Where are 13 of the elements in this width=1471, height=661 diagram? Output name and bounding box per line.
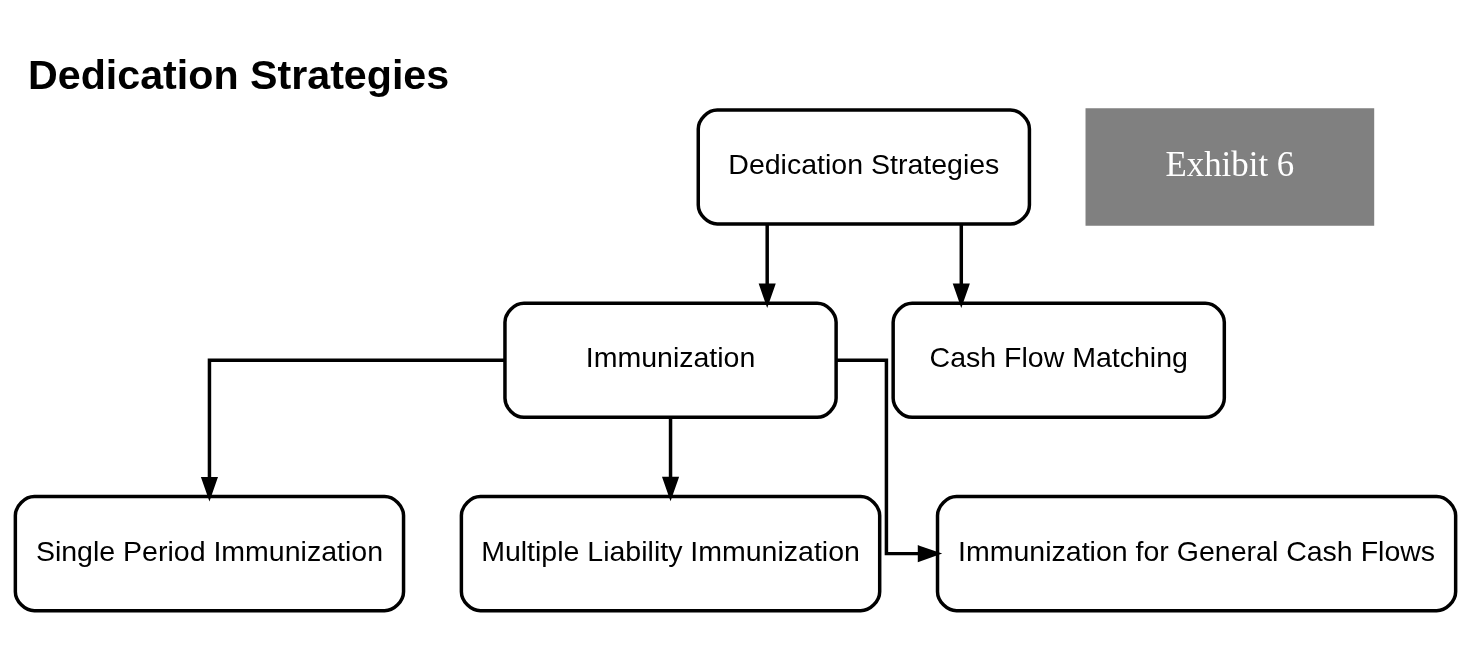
arrow (662, 417, 680, 501)
arrow (758, 223, 776, 308)
node-box: Cash Flow Matching (891, 301, 1227, 419)
arrow (836, 358, 943, 562)
node-box: Immunization for General Cash Flows (935, 494, 1458, 612)
node-box: Dedication Strategies (696, 107, 1032, 226)
node-box: Single Period Immunization (13, 494, 406, 612)
node-box: Multiple Liability Immunization (459, 494, 882, 612)
arrow (952, 223, 970, 308)
diagram-title: Dedication Strategies (28, 51, 450, 98)
label: Exhibit 6 (1165, 144, 1295, 184)
node-box: Immunization (503, 301, 838, 419)
arrow (200, 358, 505, 501)
